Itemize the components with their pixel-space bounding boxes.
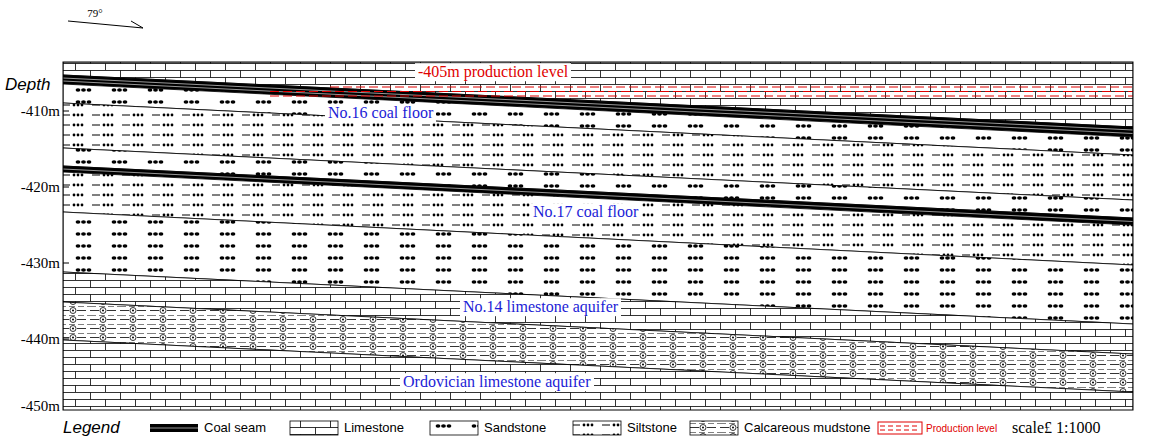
depth-ticks <box>63 111 69 339</box>
legend-swatch <box>573 421 621 435</box>
legend-text: Limestone <box>344 421 404 435</box>
depth-label: -430m <box>21 255 60 272</box>
seam-floor-label: No.16 coal floor <box>325 104 436 122</box>
legend-text: Coal seam <box>204 421 266 435</box>
production-level-label: -405m production level <box>415 63 571 81</box>
legend-swatch <box>690 421 738 435</box>
depth-label: -440m <box>21 331 60 348</box>
aquifer-label: No.14 limestone aquifer <box>460 298 621 316</box>
legend-text: Siltstone <box>627 421 677 435</box>
depth-label: -450m <box>21 398 60 415</box>
aquifer-label: Ordovician limestone aquifer <box>400 373 594 391</box>
legend-swatch <box>430 421 478 435</box>
legend-swatch <box>290 421 338 435</box>
section-frame <box>63 62 1133 410</box>
production-level-lines <box>270 87 1133 96</box>
scale-label: scale£ 1:1000 <box>1012 419 1100 437</box>
legend-text: Calcareous mudstone <box>744 421 870 435</box>
axis-title: Depth <box>5 76 50 95</box>
legend-text: Sandstone <box>484 421 546 435</box>
limestone-layer <box>63 340 1133 410</box>
depth-label: -420m <box>21 179 60 196</box>
legend-title: Legend <box>63 419 120 438</box>
dip-angle: 79° <box>87 7 102 19</box>
dip-arrow <box>68 21 143 28</box>
legend-swatch <box>150 424 198 432</box>
seam-floor-label: No.17 coal floor <box>530 203 641 221</box>
legend-swatch <box>878 422 922 434</box>
depth-label: -410m <box>21 103 60 120</box>
legend-swatches <box>150 421 922 435</box>
legend-text: Production level <box>926 423 997 434</box>
